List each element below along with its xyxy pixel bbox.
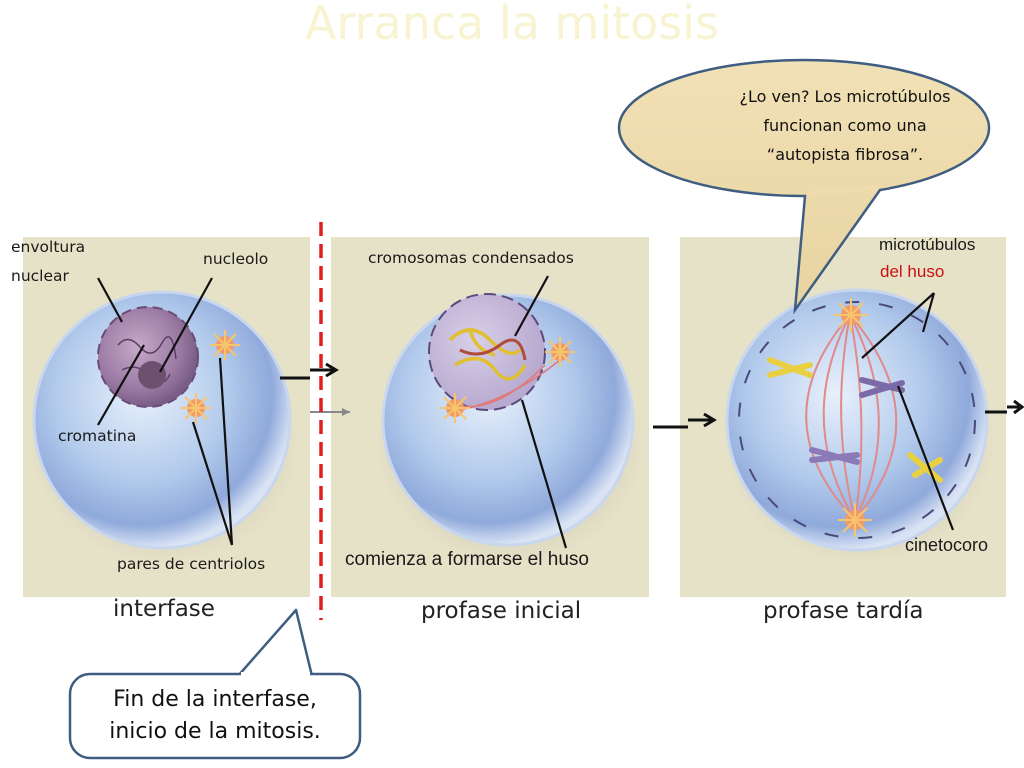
label-huso: comienza a formarse el huso [345,549,589,570]
centriole-icon [181,393,211,423]
centriole-icon [834,298,868,332]
slide-title: Arranca la mitosis [305,0,719,50]
speech-bubble-top [617,58,991,315]
label-envoltura: envoltura [11,238,86,256]
label-centriolos: pares de centriolos [117,555,266,573]
label-microtubulos: microtúbulos [879,235,976,254]
centriole-icon [838,503,872,537]
bubble-top-line3: “autopista fibrosa”. [766,145,924,164]
bubble-top-text: ¿Lo ven? Los microtúbulos funcionan como… [660,82,1024,169]
stage-profase-tardia: profase tardía [763,598,924,624]
bubble-bottom-text: Fin de la interfase, inicio de la mitosi… [70,684,360,748]
stage-profase-inicial: profase inicial [421,598,582,624]
label-nucleolo: nucleolo [203,250,269,268]
profase-tardia-cell [725,288,995,565]
stage-interfase: interfase [113,596,215,622]
arrow-right-icon [653,412,717,429]
chromosome-icon [767,357,943,483]
label-nuclear: nuclear [11,267,69,285]
arrow-right-icon [280,362,339,380]
interfase-cell [30,290,300,565]
profase-inicial-cell [375,293,645,565]
label-cinetocoro: cinetocoro [905,535,989,555]
centriole-icon [545,337,575,367]
centriole-icon [440,393,470,423]
label-cromosomas: cromosomas condensados [368,249,574,267]
bubble-bottom-line1: Fin de la interfase, [113,687,317,712]
speech-bubble-bottom [68,608,362,760]
bubble-top-line1: ¿Lo ven? Los microtúbulos [739,87,951,106]
bubble-bottom-line2: inicio de la mitosis. [109,719,321,744]
bubble-top-line2: funcionan como una [763,116,927,135]
arrow-right-icon [985,399,1024,415]
label-del-huso: del huso [880,262,945,281]
centriole-icon [210,330,240,360]
label-cromatina: cromatina [58,427,137,445]
